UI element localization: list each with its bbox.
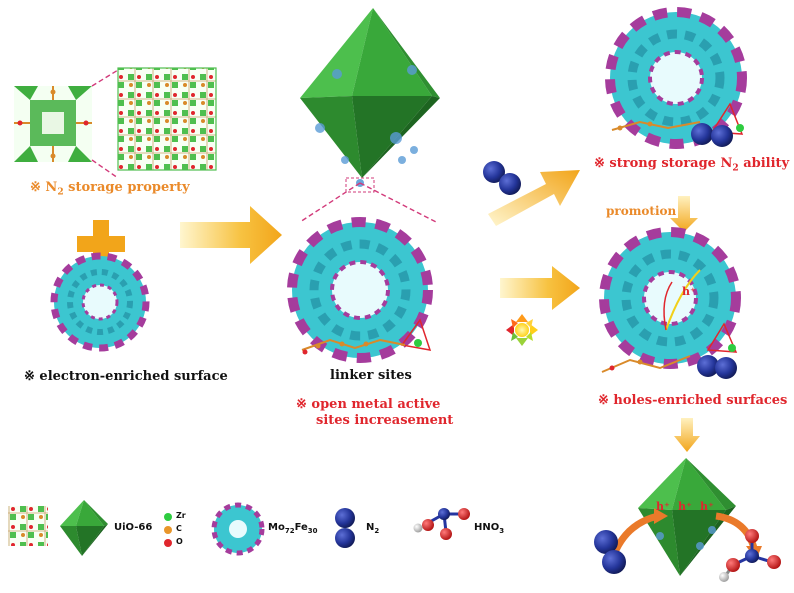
sun-icon [506,314,538,346]
mo72fe30-cluster-center [287,217,433,363]
mo72fe30-cluster-middle-right [599,227,741,379]
open-metal-label-line2: sites increasement [316,413,454,428]
legend-o-dot [164,539,172,547]
legend-c-dot [164,526,172,534]
arrow-right-large [180,206,282,264]
uio-66-octahedron-bottom [638,458,736,576]
uio-66-octahedron [300,8,440,187]
legend-hno3-label: HNO3 [474,522,505,535]
legend-n2-molecule [335,508,355,548]
legend-uio-octahedron [60,500,108,556]
open-metal-label-line1: ※ open metal active [296,397,441,412]
legend-zr-dot [164,513,172,521]
h-plus-label-bottom-2: h⁺ [678,500,692,513]
legend-mo72fe30-cluster [211,502,265,556]
legend-mo72fe30-label: Mo72Fe30 [268,522,318,535]
arrow-down [674,418,700,452]
arrow-right-lower [500,266,580,310]
mof-unit-cell-small [14,86,92,162]
legend-hno3-molecule [413,508,470,540]
h-plus-label-middle: h⁺ [682,285,696,298]
legend-n2-label: N2 [366,522,380,535]
electron-enriched-label: ※ electron-enriched surface [24,369,228,384]
holes-enriched-label: ※ holes-enriched surfaces [598,393,788,408]
linker-sites-label: linker sites [330,368,412,383]
legend-uio-label: UiO-66 [114,522,153,533]
legend-o-label: O [176,537,183,546]
n2-molecule-reactant [483,161,521,195]
promotion-arrow [670,196,698,232]
legend-zr-label: Zr [176,511,186,520]
n2-storage-label: ※ N2 storage property [30,180,190,198]
hno3-molecule-product [719,529,781,582]
legend-mof-icon [8,506,48,546]
mof-unit-cell-large [117,67,217,171]
mo72fe30-cluster-top-right [605,7,747,149]
strong-storage-label: ※ strong storage N2 ability [594,156,790,174]
promotion-label: promotion [606,204,677,218]
mo72fe30-cluster-left [50,252,150,352]
h-plus-label-bottom-3: h⁺ [700,500,714,513]
legend-c-label: C [176,524,182,533]
arrow-up-right [488,170,580,226]
n2-molecule-bottom [594,530,626,574]
h-plus-label-bottom-1: h⁺ [656,500,670,513]
